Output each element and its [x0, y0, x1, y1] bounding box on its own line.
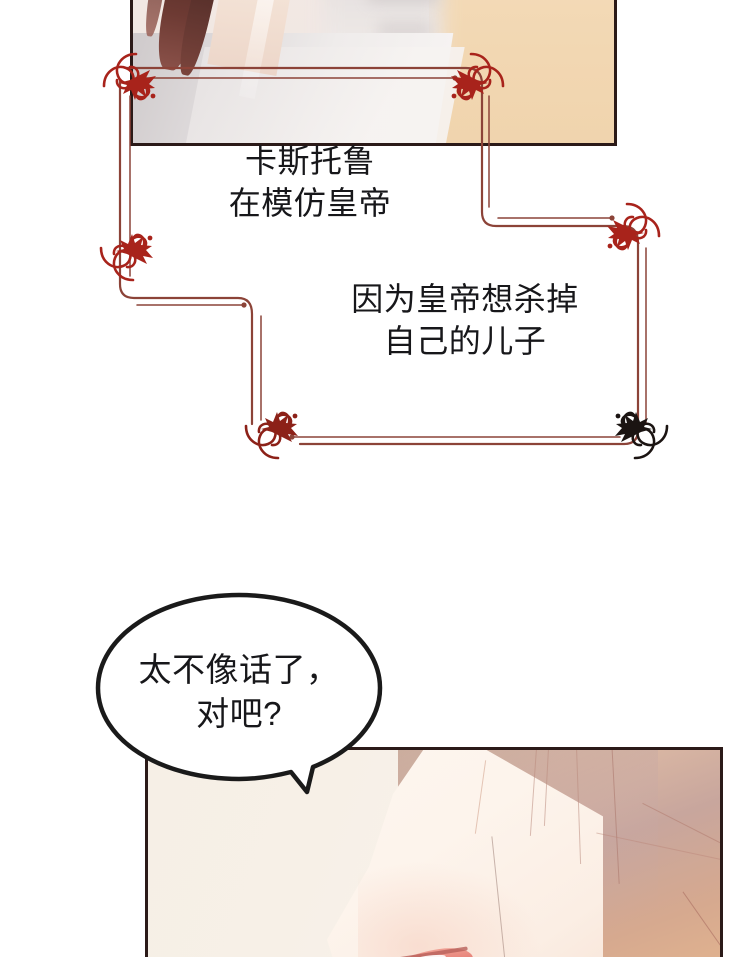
narration-2-line-2: 自己的儿子	[383, 323, 547, 360]
frame-outline-left	[118, 78, 254, 426]
narration-text-block-2: 因为皇帝想杀掉 自己的儿子	[300, 278, 630, 362]
narration-1-line-2: 在模仿皇帝	[228, 185, 392, 222]
frame-outline-outer	[125, 66, 640, 446]
narration-text-block-1: 卡斯托鲁 在模仿皇帝	[150, 140, 470, 224]
ornate-narration-frame	[99, 52, 669, 460]
corner-top-right-ornament	[449, 52, 505, 102]
speech-bubble-line-1: 太不像话了，	[138, 651, 340, 688]
speech-bubble-line-2: 对吧?	[196, 694, 282, 732]
panel-bottom-cheek-blush	[358, 850, 558, 957]
comic-panel-bottom	[145, 747, 723, 957]
corner-mid-left-ornament	[99, 232, 155, 282]
corner-top-left-ornament	[102, 52, 158, 102]
frame-line-end-dots	[138, 75, 615, 440]
corner-bottom-left-ornament	[244, 410, 300, 460]
speech-bubble-shape	[95, 592, 383, 795]
speech-bubble-text: 太不像话了， 对吧?	[95, 648, 383, 735]
narration-1-line-1: 卡斯托鲁	[244, 143, 375, 179]
panel-top-blur-shape	[368, 0, 438, 3]
narration-2-line-1: 因为皇帝想杀掉	[351, 281, 579, 317]
speech-bubble: 太不像话了， 对吧?	[95, 592, 383, 802]
corner-bottom-right-ornament	[613, 410, 669, 460]
